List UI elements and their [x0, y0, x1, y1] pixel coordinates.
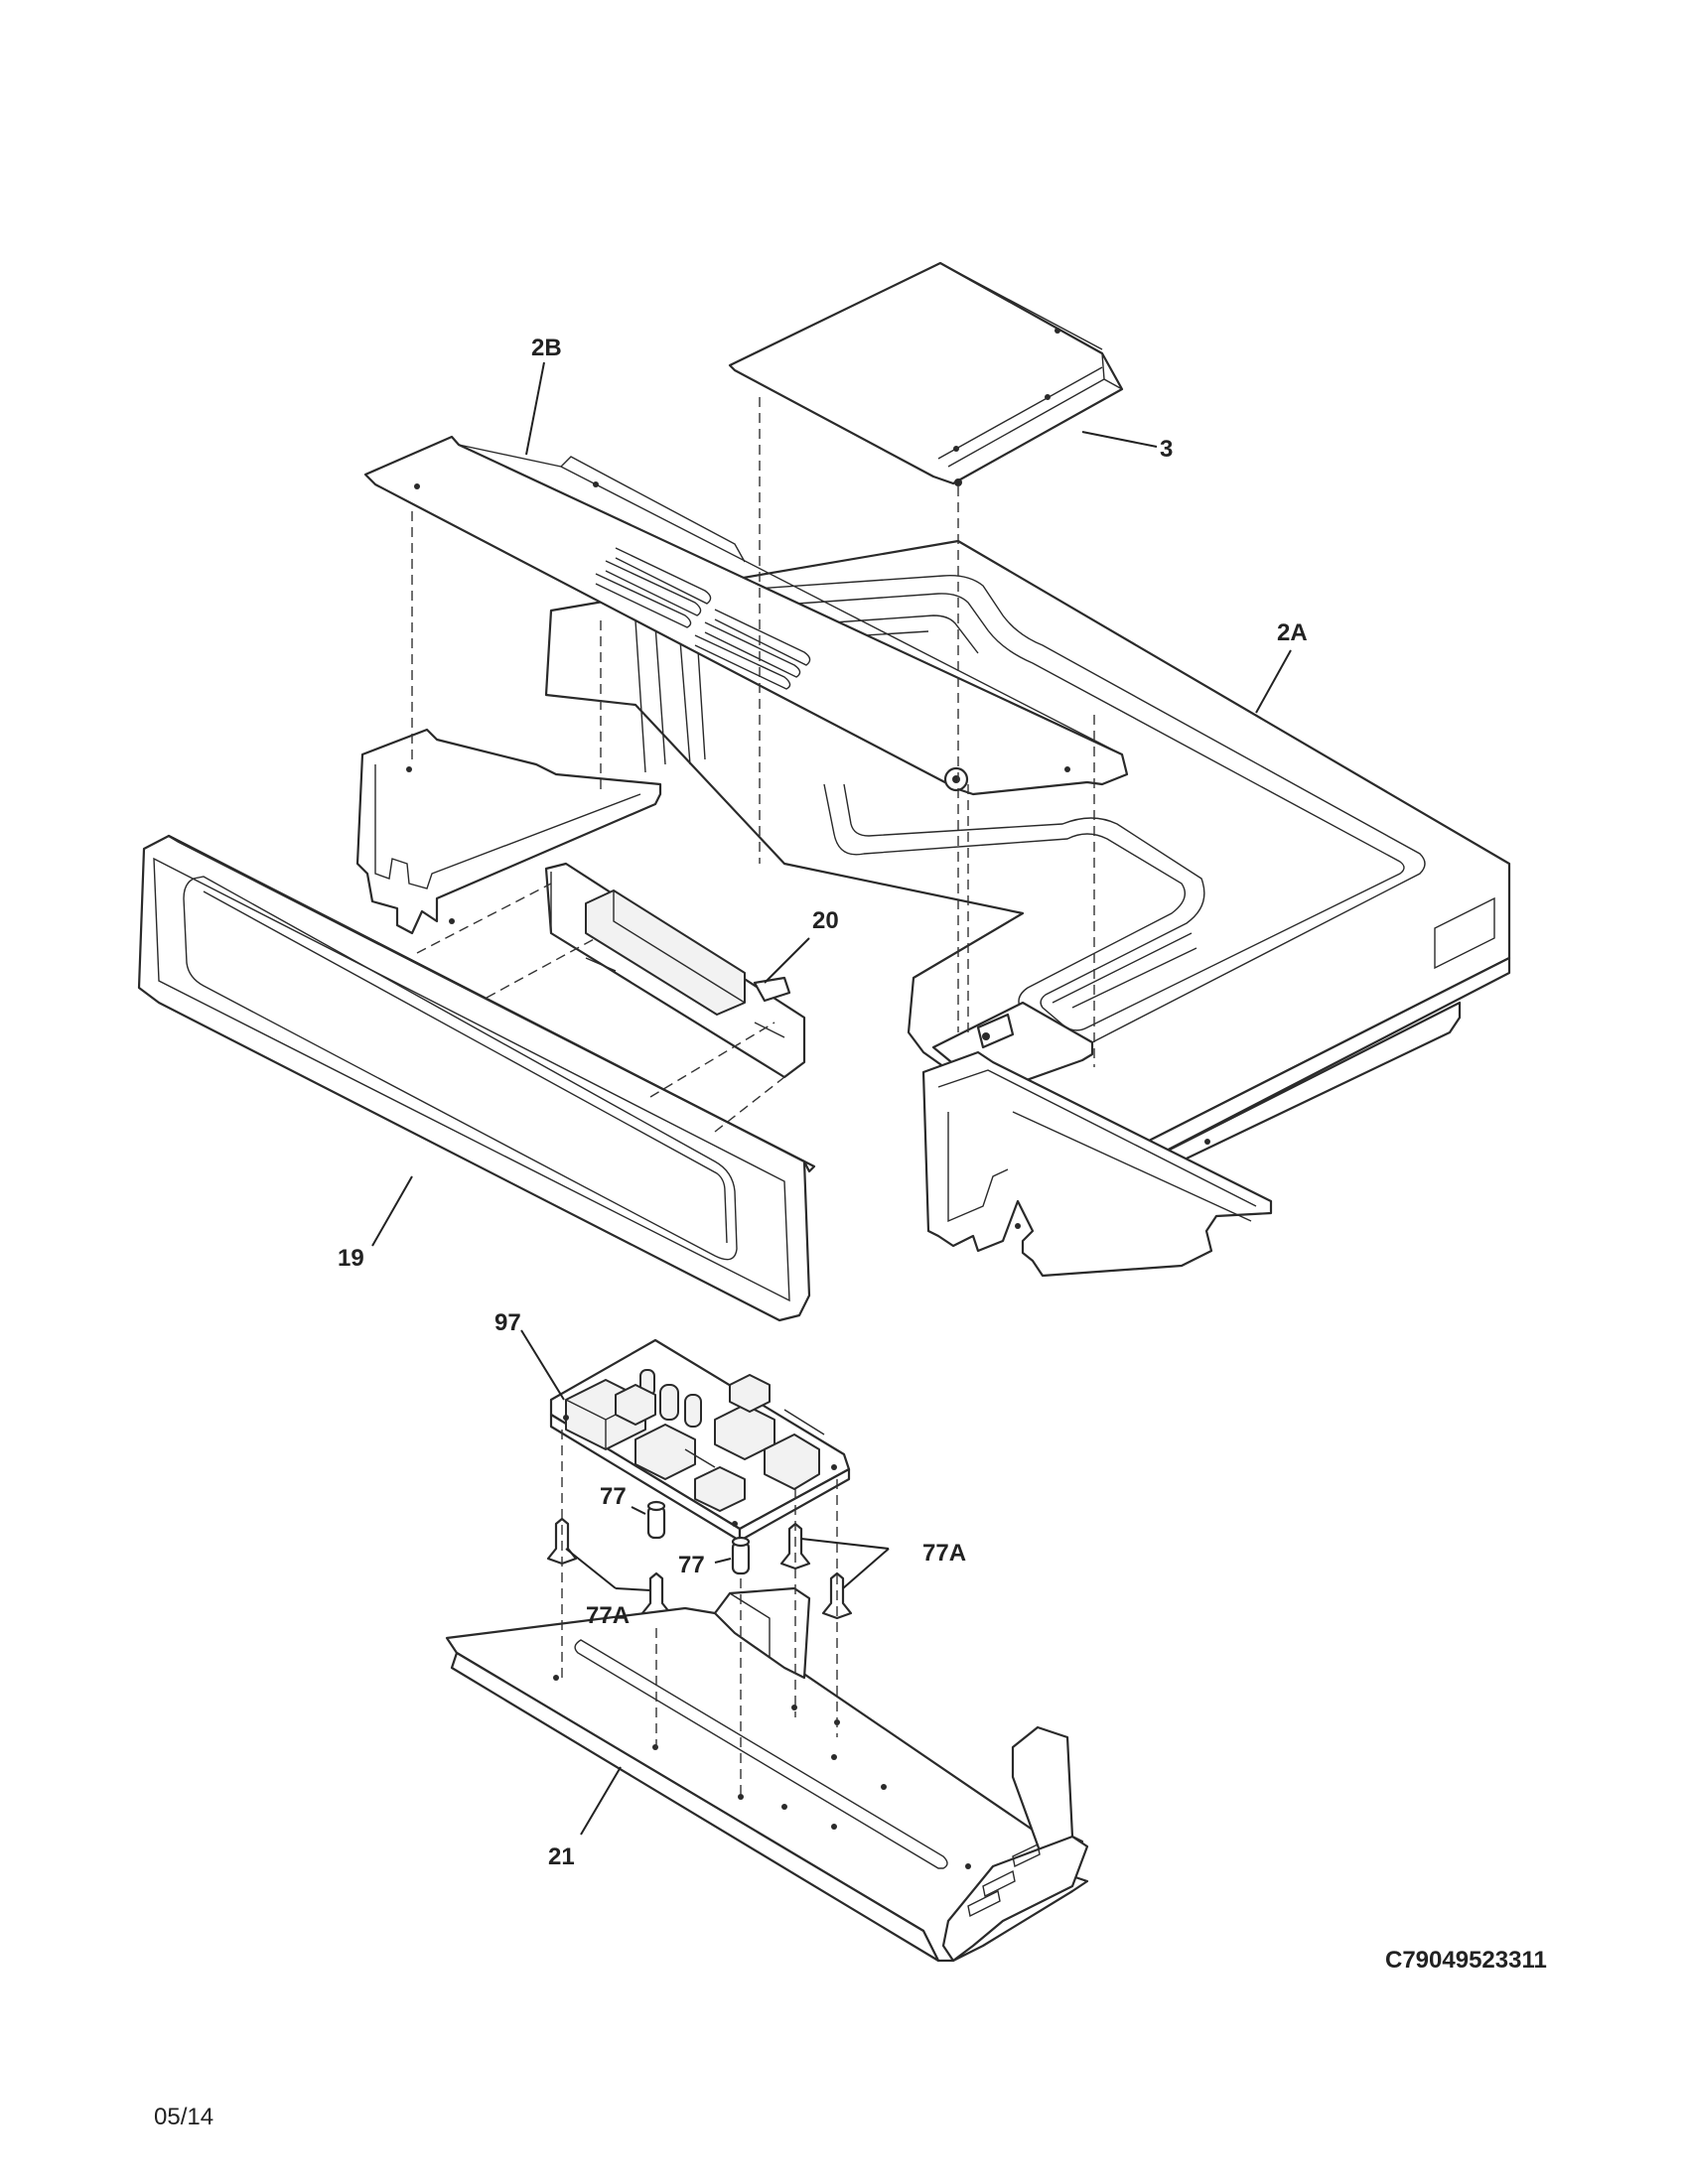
callout-19: 19	[338, 1245, 364, 1272]
callout-20: 20	[812, 907, 839, 934]
callout-2A: 2A	[1277, 619, 1308, 646]
vent-slots	[595, 547, 811, 690]
standoff-77-lower	[731, 1536, 751, 1575]
part-21-mounting-tray	[445, 1586, 1089, 1963]
part-3-cover-plate	[728, 261, 1124, 486]
leader-lines	[371, 361, 1292, 1836]
revision-date: 05/14	[154, 2104, 213, 2130]
callout-77-lower: 77	[678, 1552, 705, 1578]
callout-77A-left: 77A	[586, 1602, 630, 1629]
callout-21: 21	[548, 1843, 575, 1870]
part-20-display-board	[544, 862, 806, 1079]
part-2B-trim-bar	[363, 435, 1129, 796]
callout-2B: 2B	[531, 335, 562, 361]
callout-97: 97	[494, 1309, 521, 1336]
part-97-relay-board	[549, 1338, 851, 1543]
callout-labels: 2B 3 2A 20 19 97 77 77 77A 77A 21	[338, 335, 1308, 1870]
callout-3: 3	[1160, 436, 1173, 463]
callout-77A-right: 77A	[922, 1540, 966, 1567]
left-side-panel	[355, 728, 662, 935]
drawing-code: C79049523311	[1385, 1947, 1547, 1974]
callout-77-upper: 77	[600, 1483, 627, 1510]
part-19-control-panel	[137, 834, 816, 1322]
alignment-lines	[411, 397, 1095, 1797]
standoff-77-upper	[646, 1500, 666, 1540]
